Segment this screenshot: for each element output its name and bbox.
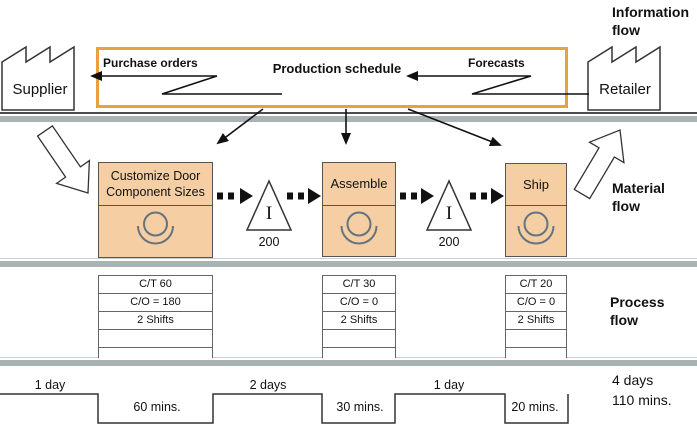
schedule-to-customize-arrow: [216, 108, 264, 145]
lead-time-label: 1 day: [433, 378, 465, 392]
changeover-time: C/O = 0: [506, 294, 566, 312]
process-name: Customize Door Component Sizes: [99, 163, 212, 206]
material-process-divider: [0, 258, 697, 267]
changeover-time: C/O = 180: [99, 294, 212, 312]
timeline-ladder: [0, 393, 569, 424]
process-box-ship: Ship: [505, 163, 567, 257]
empty-row: [506, 330, 566, 348]
push-arrow-4: [470, 188, 504, 204]
inventory-count: 200: [258, 235, 280, 249]
inventory-symbol: I: [445, 203, 453, 224]
push-arrow-2: [287, 188, 321, 204]
inventory-count: 200: [438, 235, 460, 249]
supplier-factory-icon: [1, 45, 75, 111]
push-arrow-1: [217, 188, 253, 204]
shifts: 2 Shifts: [99, 312, 212, 330]
process-box-assemble: Assemble: [322, 162, 396, 257]
data-box-assemble: C/T 30 C/O = 0 2 Shifts: [322, 275, 396, 358]
empty-row: [99, 330, 212, 348]
material-inbound-arrow: [36, 124, 91, 194]
material-outbound-arrow: [573, 129, 625, 200]
retailer-label: Retailer: [599, 81, 651, 98]
cycle-time: C/T 30: [323, 276, 395, 294]
push-arrow-3: [400, 188, 434, 204]
process-time-label: 20 mins.: [511, 400, 559, 414]
forecasts-arrow: [406, 71, 589, 95]
process-flow-label: Process flow: [610, 294, 665, 328]
forecasts-label: Forecasts: [468, 56, 525, 70]
inventory-triangle-icon: [425, 179, 473, 231]
data-box-ship: C/T 20 C/O = 0 2 Shifts: [505, 275, 567, 358]
operator-icon: [340, 211, 378, 245]
cycle-time: C/T 60: [99, 276, 212, 294]
purchase-orders-label: Purchase orders: [103, 56, 198, 70]
schedule-to-ship-arrow: [407, 108, 502, 147]
operator-icon: [517, 211, 555, 245]
process-box-customize: Customize Door Component Sizes: [98, 162, 213, 258]
lead-time-label: 1 day: [34, 378, 66, 392]
information-flow-label: Information flow: [612, 4, 689, 38]
process-time-label: 60 mins.: [133, 400, 181, 414]
shifts: 2 Shifts: [506, 312, 566, 330]
purchase-orders-arrow: [90, 71, 282, 95]
process-name: Ship: [506, 164, 566, 206]
cycle-time: C/T 20: [506, 276, 566, 294]
supplier-label: Supplier: [12, 81, 68, 98]
process-name: Assemble: [323, 163, 395, 206]
material-flow-label: Material flow: [612, 180, 665, 214]
retailer-factory-icon: [587, 45, 661, 111]
data-box-customize: C/T 60 C/O = 180 2 Shifts: [98, 275, 213, 358]
changeover-time: C/O = 0: [323, 294, 395, 312]
total-process-time: 110 mins.: [612, 392, 672, 408]
process-time-label: 30 mins.: [336, 400, 384, 414]
operator-icon: [137, 211, 174, 245]
empty-row: [323, 330, 395, 348]
production-schedule-label: Production schedule: [272, 61, 402, 76]
total-lead-time: 4 days: [612, 372, 654, 388]
inventory-symbol: I: [265, 203, 273, 224]
information-material-divider: [0, 112, 697, 122]
lead-time-label: 2 days: [249, 378, 287, 392]
shifts: 2 Shifts: [323, 312, 395, 330]
inventory-triangle-icon: [245, 179, 293, 231]
